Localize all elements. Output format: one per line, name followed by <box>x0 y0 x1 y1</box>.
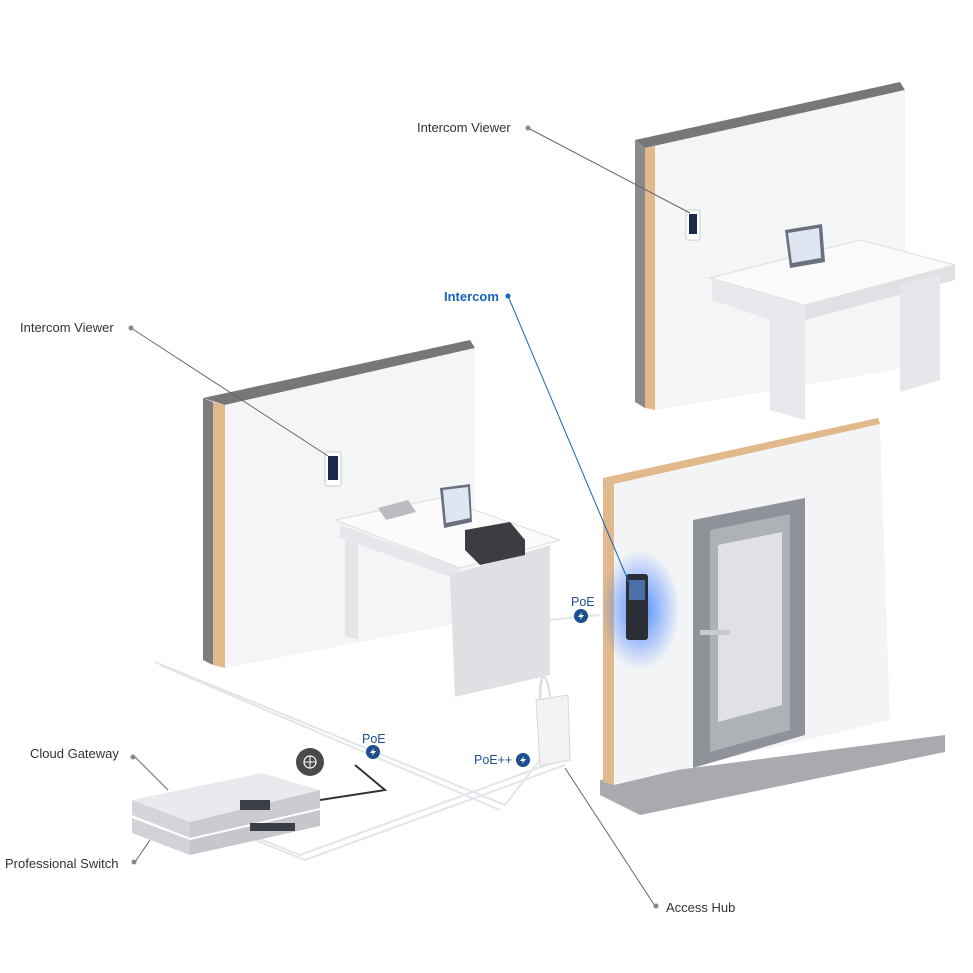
label-cloud-gateway: Cloud Gateway <box>30 746 119 761</box>
lightning-bolt-icons <box>366 609 588 767</box>
back-right-wall <box>635 82 957 420</box>
label-intercom-viewer-left: Intercom Viewer <box>20 320 114 335</box>
label-poe-viewer: PoE <box>362 732 386 746</box>
label-dots <box>128 125 659 909</box>
door-handle <box>700 630 730 635</box>
rack-devices <box>132 748 388 855</box>
access-hub-device <box>535 676 571 767</box>
door-wall <box>600 418 945 815</box>
label-poe-intercom: PoE <box>571 595 595 609</box>
label-intercom: Intercom <box>444 289 499 304</box>
label-intercom-viewer-top: Intercom Viewer <box>417 120 511 135</box>
label-professional-switch: Professional Switch <box>5 856 119 871</box>
label-poe-plus-hub: PoE++ <box>474 753 513 767</box>
label-access-hub: Access Hub <box>666 900 736 915</box>
printer <box>465 522 525 565</box>
left-wall <box>203 340 562 697</box>
leader-lines <box>130 127 691 907</box>
